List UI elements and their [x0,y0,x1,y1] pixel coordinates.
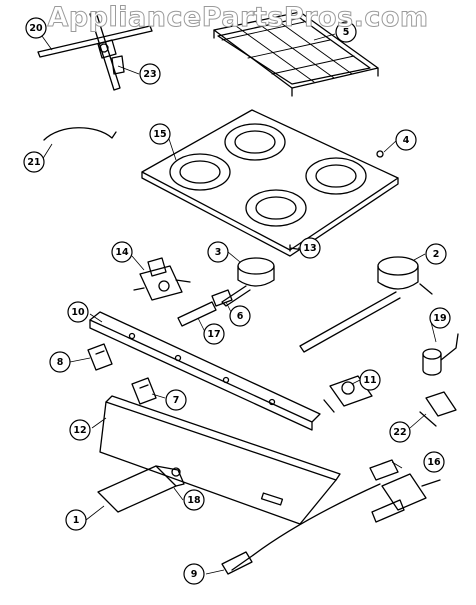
callout-18: 18 [183,489,205,511]
callout-11: 11 [359,369,381,391]
callout-label-11: 11 [363,375,376,386]
callout-label-19: 19 [433,313,446,324]
callout-12: 12 [69,419,91,441]
callout-label-1: 1 [73,515,80,526]
callout-6: 6 [229,305,251,327]
valve-part-14 [133,257,191,301]
callout-5: 5 [335,21,357,43]
callout-label-18: 18 [187,495,201,506]
callout-19: 19 [429,307,451,329]
callout-label-3: 3 [215,247,222,258]
callout-9: 9 [183,563,205,585]
callout-label-13: 13 [303,243,316,254]
cooktop-part [141,109,399,257]
callout-15: 15 [149,123,171,145]
gas-valve-part [369,459,441,523]
callout-23: 23 [139,63,161,85]
callout-14: 14 [111,241,133,263]
callout-10: 10 [67,301,89,323]
plug-part [376,150,384,158]
callout-3: 3 [207,241,229,263]
callout-13: 13 [299,237,321,259]
grate-part [213,11,379,97]
callout-16: 16 [423,451,445,473]
lower-bracket-part [99,395,341,525]
callout-label-12: 12 [73,425,86,436]
thermocouple-part [221,483,381,575]
callout-8: 8 [49,351,71,373]
callout-label-17: 17 [207,329,220,340]
callout-1: 1 [65,509,87,531]
callout-label-22: 22 [393,427,406,438]
callout-label-7: 7 [173,395,180,406]
callout-label-5: 5 [343,27,350,38]
callout-label-16: 16 [427,457,441,468]
burner-shield-part [97,465,185,513]
callout-label-21: 21 [27,157,40,168]
callout-label-4: 4 [403,135,410,146]
callout-20: 20 [25,17,47,39]
capacitor-part [422,333,459,376]
callout-4: 4 [395,129,417,151]
orifice-part [177,289,233,327]
callout-label-9: 9 [191,569,198,580]
callout-label-6: 6 [237,311,244,322]
knob-part-8 [87,343,113,371]
manifold-bracket-part [89,311,321,431]
callout-7: 7 [165,389,187,411]
burner-part-2 [299,256,433,353]
callout-21: 21 [23,151,45,173]
callout-label-10: 10 [71,307,85,318]
callout-label-20: 20 [29,23,43,34]
igniter-part-3 [221,257,275,307]
callout-22: 22 [389,421,411,443]
callout-label-8: 8 [57,357,64,368]
knob-part-7 [131,377,157,405]
leader-lines [41,33,437,575]
callout-label-2: 2 [433,249,440,260]
callout-2: 2 [425,243,447,265]
grate-support-part [37,11,153,91]
callout-label-23: 23 [143,69,156,80]
regulator-part [419,391,457,427]
callout-label-14: 14 [115,247,129,258]
wire-clip-part [43,127,117,141]
callout-label-15: 15 [153,129,166,140]
switch-part [323,375,373,413]
callout-17: 17 [203,323,225,345]
